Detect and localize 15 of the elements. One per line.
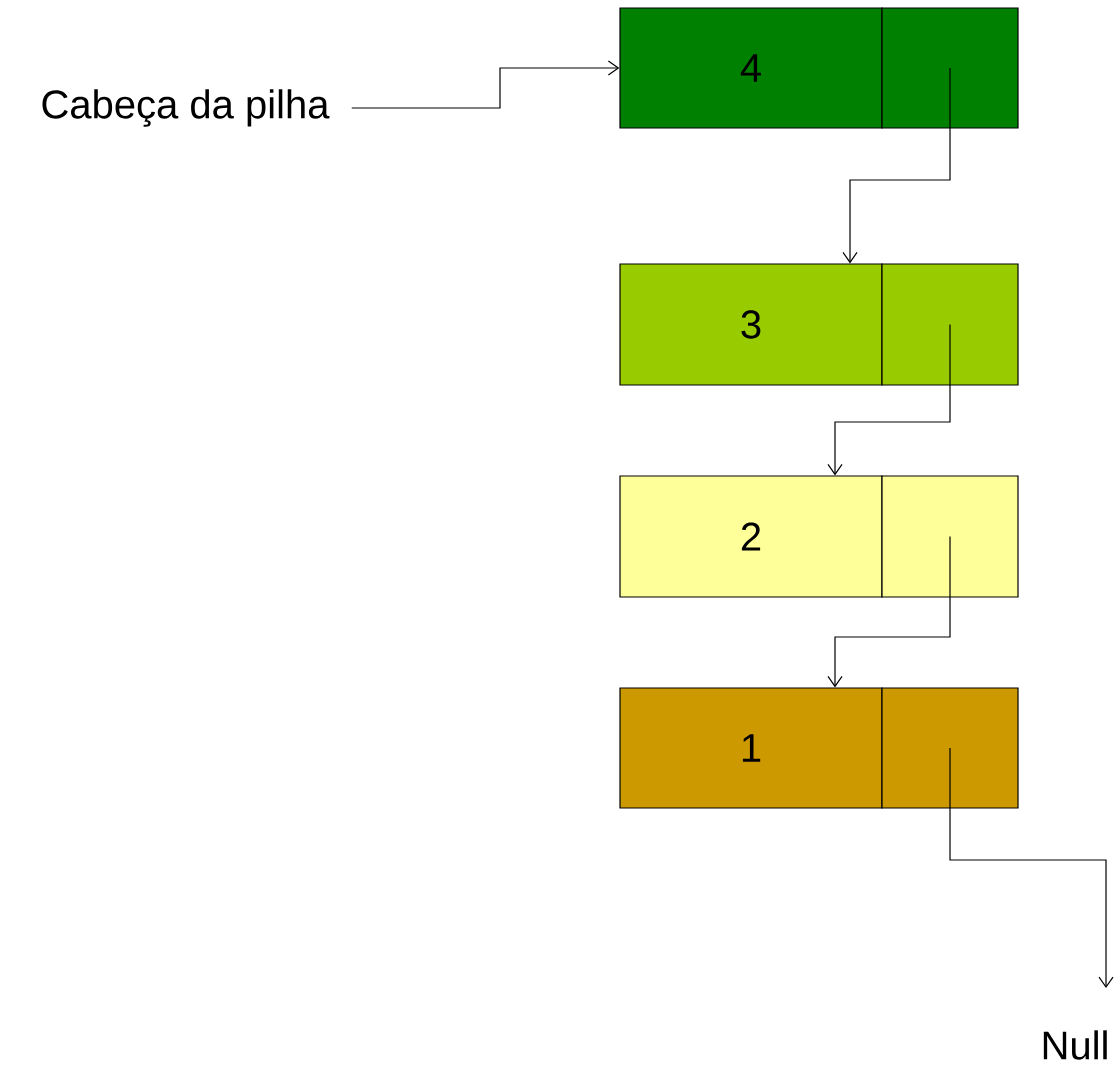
data-cell: 4 [619,7,883,129]
arrow [949,747,1114,989]
pointer-cell [881,687,1019,809]
pointer-cell [881,7,1019,129]
text-label: Null [1043,1030,1107,1060]
arrow [842,67,951,264]
data-cell: 2 [619,475,883,598]
data-cell: 3 [619,263,883,386]
arrow [827,535,951,688]
arrow [351,60,620,109]
arrow [827,323,951,476]
text-label: Cabeça da pilha [42,89,330,127]
pointer-cell [881,475,1019,598]
pointer-cell [881,263,1019,386]
data-cell: 1 [619,687,883,809]
